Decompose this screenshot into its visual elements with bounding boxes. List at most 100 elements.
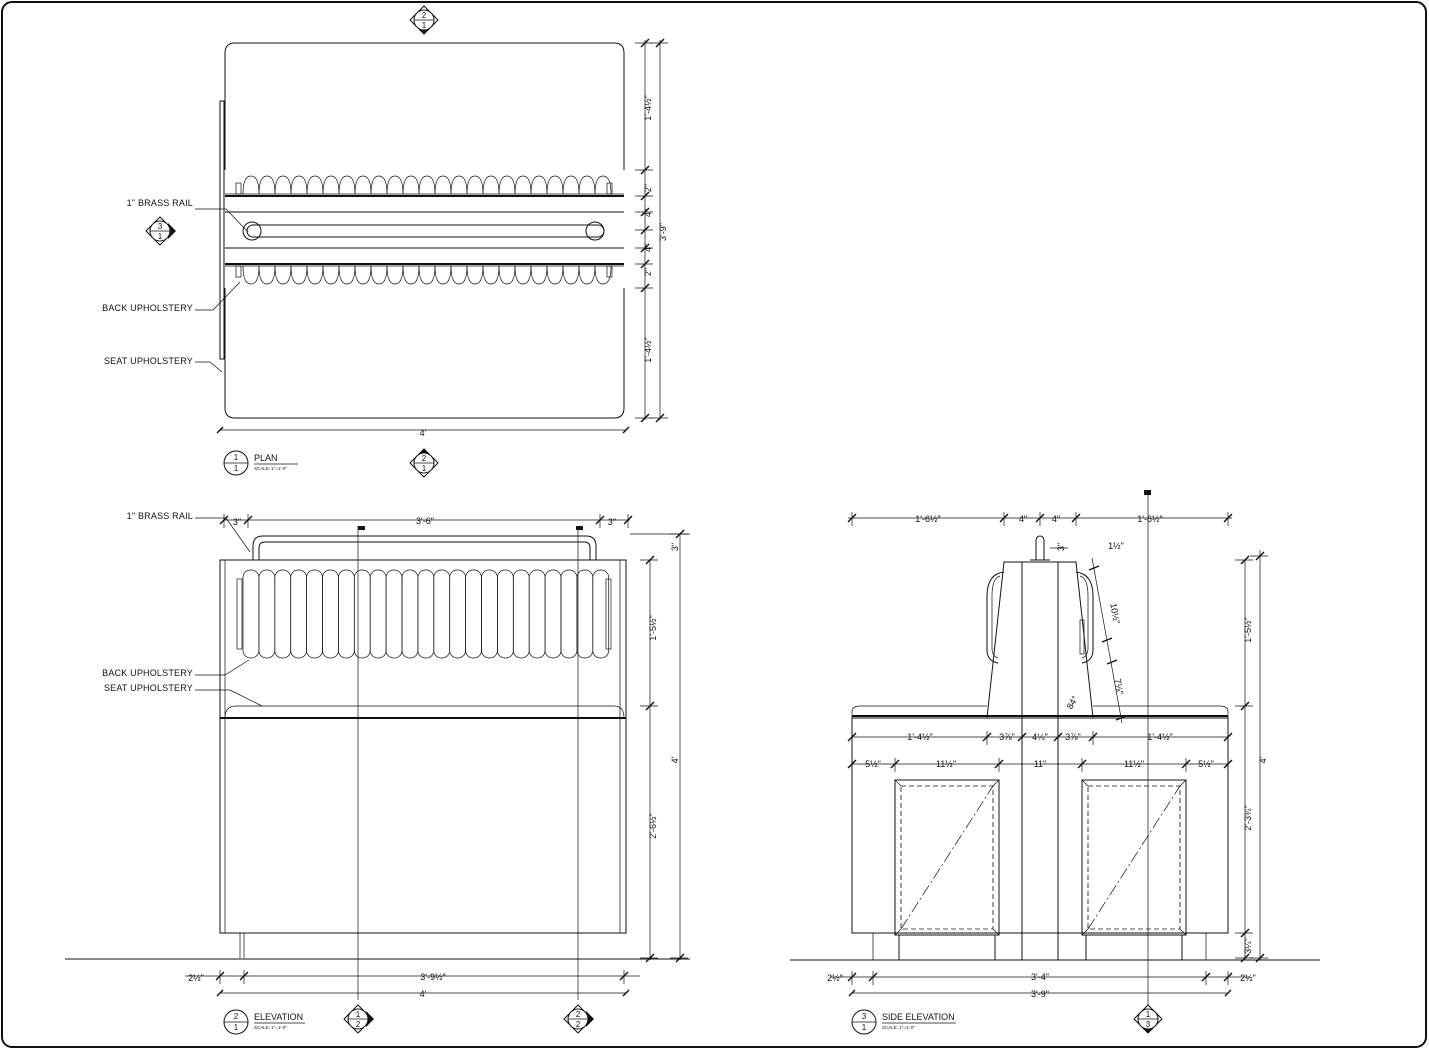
marker-plan-top-number: 2 bbox=[422, 11, 427, 20]
upholstery-scallop bbox=[418, 265, 436, 285]
plan-label-seat-upholstery: SEAT UPHOLSTERY bbox=[104, 356, 193, 366]
back-upholstery-channel bbox=[353, 569, 371, 659]
side-dim-seat-center-3: 3⅞" bbox=[1065, 732, 1081, 742]
side-dim-base-height: 2'-3¾" bbox=[1243, 805, 1253, 830]
plan-dim-seat-depth-top: 1'-4½" bbox=[643, 95, 653, 120]
plan-scale: SCALE: 1"=1'-0" bbox=[254, 466, 287, 471]
marker-elev-right-sheet: 2 bbox=[576, 1020, 581, 1029]
side-dim-seat-center-1: 3⅞" bbox=[999, 732, 1015, 742]
upholstery-scallop bbox=[466, 265, 484, 285]
back-upholstery-channel bbox=[560, 569, 578, 659]
plan-dim-rail-bottom: 4" bbox=[643, 244, 653, 252]
upholstery-scallop bbox=[274, 265, 292, 285]
side-dim-base-width: 3'-4" bbox=[1031, 972, 1049, 982]
plan-dim-back-top: 2" bbox=[643, 184, 653, 192]
upholstery-scallop bbox=[578, 265, 596, 285]
side-dim-overall-height: 4' bbox=[1258, 756, 1268, 763]
upholstery-scallop bbox=[322, 175, 340, 195]
side-dim-back-height: 1'-5½" bbox=[1243, 617, 1253, 642]
upholstery-scallop bbox=[530, 265, 548, 285]
side-dim-top-left: 1'-6½" bbox=[915, 514, 940, 524]
plan-dim-width: 4' bbox=[420, 428, 427, 438]
elevation-view bbox=[65, 514, 690, 1000]
upholstery-scallop bbox=[386, 175, 404, 195]
marker-plan-left-number: 3 bbox=[158, 222, 163, 231]
plan-label-brass-rail: 1" BRASS RAIL bbox=[127, 198, 193, 208]
upholstery-scallop bbox=[386, 265, 404, 285]
upholstery-scallop bbox=[466, 175, 484, 195]
side-dim-panel-right: 11½" bbox=[1124, 759, 1144, 769]
side-dim-toe-right: 2½" bbox=[1240, 973, 1256, 983]
back-upholstery-channel bbox=[401, 569, 419, 659]
upholstery-scallop bbox=[306, 175, 324, 195]
side-dim-top-right: 1'-6½" bbox=[1137, 514, 1162, 524]
side-dim-back-angle: 84° bbox=[1065, 694, 1081, 711]
upholstery-scallop bbox=[418, 175, 436, 195]
back-upholstery-channel bbox=[338, 569, 355, 659]
back-upholstery-channel bbox=[306, 569, 323, 659]
section-marker-plan-left: 3 1 bbox=[145, 216, 176, 246]
side-elevation-title-block: 3 1 SIDE ELEVATION SCALE: 1"=1'-0" bbox=[851, 1009, 956, 1035]
plan-dim-rail-top: 4" bbox=[643, 209, 653, 217]
back-upholstery-channel bbox=[576, 569, 594, 659]
side-dim-panel-left-edge: 5½" bbox=[865, 759, 881, 769]
upholstery-scallop bbox=[290, 175, 308, 195]
upholstery-scallop bbox=[514, 265, 532, 285]
plan-view bbox=[195, 38, 668, 434]
elev-dim-rail-height: 3" bbox=[670, 543, 680, 551]
upholstery-scallop bbox=[322, 265, 340, 285]
section-marker-elev-right: 2 2 bbox=[563, 1004, 594, 1034]
marker-elev-right-number: 2 bbox=[576, 1010, 581, 1019]
plan-title: PLAN bbox=[254, 453, 278, 463]
back-upholstery-channel bbox=[481, 569, 498, 659]
back-upholstery-channel bbox=[449, 569, 466, 659]
elevation-title: ELEVATION bbox=[254, 1012, 303, 1022]
upholstery-scallop bbox=[578, 175, 596, 195]
back-upholstery-channel bbox=[385, 569, 403, 659]
side-door-right bbox=[1081, 779, 1187, 961]
side-dim-seat-left: 1'-4½" bbox=[907, 732, 932, 742]
side-dim-toe-left: 2½" bbox=[827, 973, 843, 983]
side-dim-panel-left: 11½" bbox=[936, 759, 956, 769]
upholstery-scallop bbox=[434, 175, 452, 195]
side-dim-overall-width: 3'-9" bbox=[1031, 989, 1049, 999]
marker-plan-left-sheet: 1 bbox=[158, 232, 163, 241]
upholstery-scallop bbox=[402, 265, 420, 285]
upholstery-scallop bbox=[370, 265, 388, 285]
side-dim-back-top: 1½" bbox=[1108, 541, 1124, 551]
back-upholstery-channel bbox=[274, 569, 292, 659]
side-elevation-title: SIDE ELEVATION bbox=[882, 1012, 955, 1022]
upholstery-scallop bbox=[546, 265, 564, 285]
upholstery-scallop bbox=[514, 175, 532, 195]
upholstery-scallop bbox=[402, 175, 420, 195]
upholstery-scallop bbox=[354, 265, 372, 285]
back-upholstery-channel bbox=[433, 569, 451, 659]
upholstery-scallop bbox=[258, 265, 276, 285]
upholstery-scallop bbox=[546, 175, 564, 195]
upholstery-scallop bbox=[242, 175, 260, 195]
upholstery-scallop bbox=[354, 175, 372, 195]
marker-plan-bottom-sheet: 1 bbox=[422, 464, 427, 473]
side-dim-top-center-1: 4" bbox=[1019, 514, 1027, 524]
dimension-tick bbox=[1088, 565, 1100, 571]
elevation-title-block: 2 1 ELEVATION SCALE: 1"=1'-0" bbox=[223, 1009, 305, 1035]
back-upholstery-channel bbox=[290, 569, 307, 659]
elev-label-brass-rail: 1" BRASS RAIL bbox=[127, 511, 193, 521]
elev-dim-base-width: 3'-9½" bbox=[420, 972, 445, 982]
upholstery-scallop bbox=[370, 175, 388, 195]
section-marker-plan-bottom: 2 1 bbox=[409, 448, 439, 478]
plan-tag-number: 1 bbox=[234, 453, 239, 462]
upholstery-scallop bbox=[482, 175, 500, 195]
side-dim-panel-center: 11" bbox=[1034, 759, 1047, 769]
elev-dim-toe: 2½" bbox=[188, 973, 204, 983]
elev-dim-rail-right: 3" bbox=[608, 517, 616, 527]
upholstery-scallop bbox=[258, 175, 276, 195]
back-upholstery-channel bbox=[592, 569, 610, 659]
upholstery-scallop bbox=[594, 265, 612, 285]
upholstery-scallop bbox=[306, 265, 324, 285]
side-dim-back-low: 7⅛" bbox=[1113, 678, 1126, 695]
dimension-tick bbox=[1115, 715, 1127, 721]
back-upholstery-channel bbox=[369, 569, 387, 659]
upholstery-scallop bbox=[594, 175, 612, 195]
